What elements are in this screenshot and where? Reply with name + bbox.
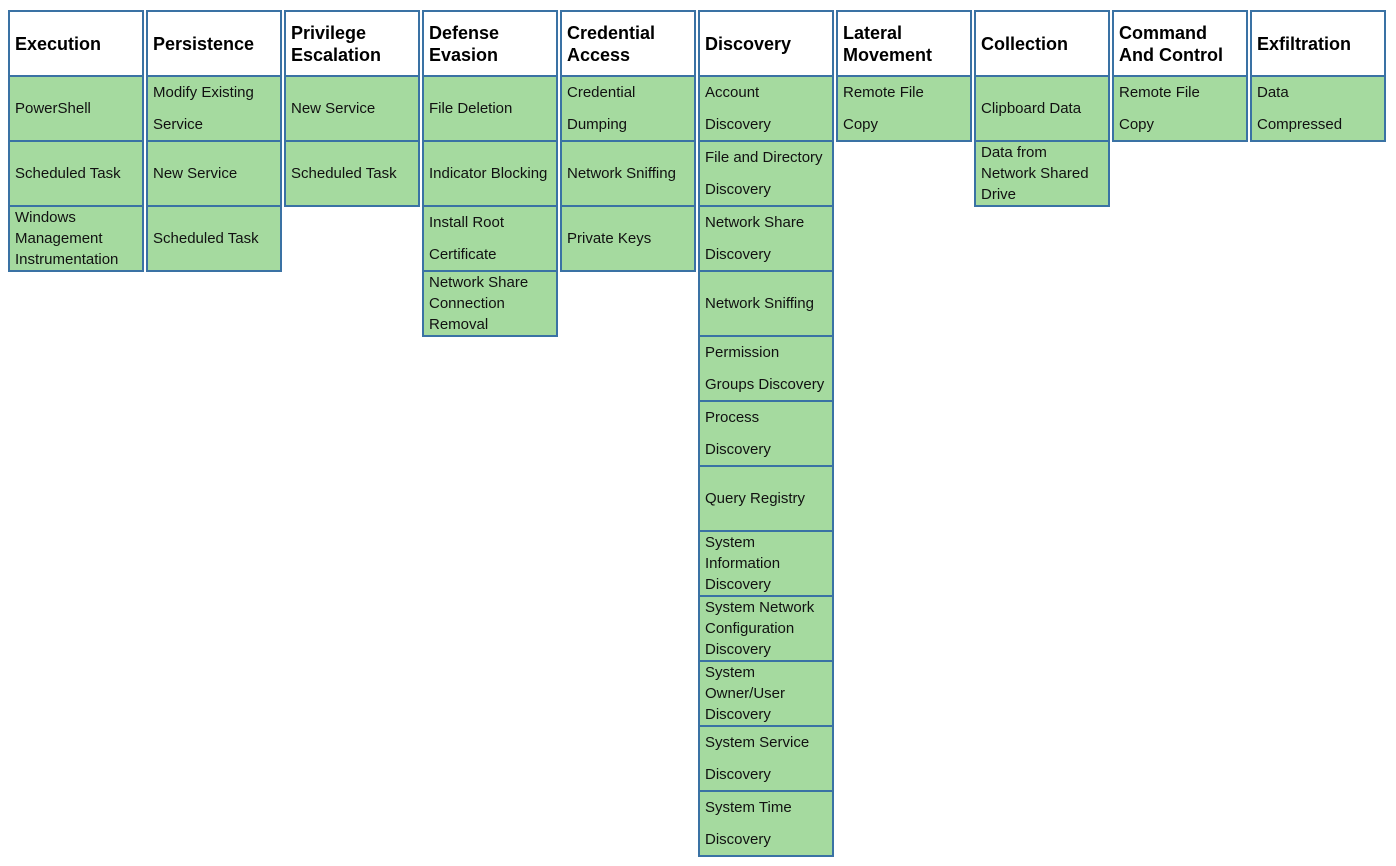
technique-label: Windows Management Instrumentation bbox=[15, 209, 119, 268]
technique-cell: New Service bbox=[146, 140, 282, 207]
tactic-header-exfiltration: Exfiltration bbox=[1250, 10, 1386, 77]
technique-cell: Network Share Connection Removal bbox=[422, 270, 558, 337]
technique-label: File and Directory Discovery bbox=[705, 148, 823, 198]
technique-cell: Clipboard Data bbox=[974, 75, 1110, 142]
technique-label: System Network Configuration Discovery bbox=[705, 599, 815, 658]
tactic-column-defense-evasion: Defense Evasion File Deletion Indicator … bbox=[422, 10, 558, 337]
technique-label: System Owner/User Discovery bbox=[705, 664, 786, 723]
technique-label: Process Discovery bbox=[705, 408, 771, 458]
technique-label: PowerShell bbox=[15, 99, 91, 117]
tactic-header-persistence: Persistence bbox=[146, 10, 282, 77]
tactic-column-execution: Execution PowerShell Scheduled Task Wind… bbox=[8, 10, 144, 272]
technique-label: New Service bbox=[291, 99, 376, 117]
technique-label: Permission Groups Discovery bbox=[705, 343, 825, 393]
tactic-column-persistence: Persistence Modify Existing Service New … bbox=[146, 10, 282, 272]
tactic-column-privilege-escalation: Privilege Escalation New Service Schedul… bbox=[284, 10, 420, 207]
technique-label: Data Compressed bbox=[1257, 83, 1343, 133]
tactic-header-privilege-escalation: Privilege Escalation bbox=[284, 10, 420, 77]
technique-cell: Account Discovery bbox=[698, 75, 834, 142]
technique-label: Network Sniffing bbox=[567, 164, 676, 182]
technique-cell: Install Root Certificate bbox=[422, 205, 558, 272]
technique-label: System Information Discovery bbox=[705, 534, 781, 593]
technique-cell: Private Keys bbox=[560, 205, 696, 272]
tactic-column-collection: Collection Clipboard Data Data from Netw… bbox=[974, 10, 1110, 207]
technique-cell: File and Directory Discovery bbox=[698, 140, 834, 207]
technique-cell: System Network Configuration Discovery bbox=[698, 595, 834, 662]
technique-cell: System Time Discovery bbox=[698, 790, 834, 857]
tactic-name: Collection bbox=[981, 33, 1069, 54]
tactic-name: Execution bbox=[15, 33, 102, 54]
technique-cell: New Service bbox=[284, 75, 420, 142]
technique-label: Data from Network Shared Drive bbox=[981, 144, 1089, 203]
technique-cell: System Service Discovery bbox=[698, 725, 834, 792]
technique-cell: Network Sniffing bbox=[698, 270, 834, 337]
tactic-column-exfiltration: Exfiltration Data Compressed bbox=[1250, 10, 1386, 142]
technique-cell: Query Registry bbox=[698, 465, 834, 532]
technique-cell: Windows Management Instrumentation bbox=[8, 205, 144, 272]
technique-label: Remote File Copy bbox=[843, 83, 924, 133]
technique-cell: Remote File Copy bbox=[836, 75, 972, 142]
technique-cell: Network Sniffing bbox=[560, 140, 696, 207]
tactic-name: Defense Evasion bbox=[429, 22, 500, 65]
technique-cell: Data Compressed bbox=[1250, 75, 1386, 142]
tactic-column-command-and-control: Command And Control Remote File Copy bbox=[1112, 10, 1248, 142]
technique-cell: Scheduled Task bbox=[8, 140, 144, 207]
technique-cell: Network Share Discovery bbox=[698, 205, 834, 272]
technique-cell: Indicator Blocking bbox=[422, 140, 558, 207]
technique-label: Account Discovery bbox=[705, 83, 771, 133]
tactic-name: Credential Access bbox=[567, 22, 656, 65]
tactic-name: Exfiltration bbox=[1257, 33, 1352, 54]
tactic-header-credential-access: Credential Access bbox=[560, 10, 696, 77]
technique-cell: Process Discovery bbox=[698, 400, 834, 467]
technique-label: File Deletion bbox=[429, 99, 513, 117]
tactic-name: Privilege Escalation bbox=[291, 22, 382, 65]
technique-label: Clipboard Data bbox=[981, 99, 1082, 117]
tactic-header-collection: Collection bbox=[974, 10, 1110, 77]
technique-label: Network Share Discovery bbox=[705, 213, 805, 263]
tactic-header-lateral-movement: Lateral Movement bbox=[836, 10, 972, 77]
tactic-header-execution: Execution bbox=[8, 10, 144, 77]
technique-label: Network Sniffing bbox=[705, 294, 814, 312]
technique-label: Indicator Blocking bbox=[429, 164, 548, 182]
technique-cell: Scheduled Task bbox=[146, 205, 282, 272]
tactic-column-lateral-movement: Lateral Movement Remote File Copy bbox=[836, 10, 972, 142]
technique-label: Network Share Connection Removal bbox=[429, 274, 529, 333]
technique-label: Scheduled Task bbox=[291, 164, 397, 182]
technique-label: Install Root Certificate bbox=[429, 213, 505, 263]
technique-cell: Remote File Copy bbox=[1112, 75, 1248, 142]
tactic-header-discovery: Discovery bbox=[698, 10, 834, 77]
technique-label: Scheduled Task bbox=[15, 164, 121, 182]
technique-cell: Data from Network Shared Drive bbox=[974, 140, 1110, 207]
tactic-name: Persistence bbox=[153, 33, 255, 54]
technique-cell: PowerShell bbox=[8, 75, 144, 142]
technique-cell: Scheduled Task bbox=[284, 140, 420, 207]
technique-label: Private Keys bbox=[567, 229, 652, 247]
technique-cell: File Deletion bbox=[422, 75, 558, 142]
technique-label: Scheduled Task bbox=[153, 229, 259, 247]
tactic-column-credential-access: Credential Access Credential Dumping Net… bbox=[560, 10, 696, 272]
tactic-name: Lateral Movement bbox=[843, 22, 933, 65]
technique-label: System Time Discovery bbox=[705, 798, 792, 848]
technique-cell: System Owner/User Discovery bbox=[698, 660, 834, 727]
technique-cell: Permission Groups Discovery bbox=[698, 335, 834, 402]
technique-label: Credential Dumping bbox=[567, 83, 636, 133]
technique-cell: Modify Existing Service bbox=[146, 75, 282, 142]
tactic-header-defense-evasion: Defense Evasion bbox=[422, 10, 558, 77]
tactic-name: Discovery bbox=[705, 33, 792, 54]
technique-cell: System Information Discovery bbox=[698, 530, 834, 597]
technique-label: System Service Discovery bbox=[705, 733, 810, 783]
tactic-header-command-and-control: Command And Control bbox=[1112, 10, 1248, 77]
technique-cell: Credential Dumping bbox=[560, 75, 696, 142]
technique-label: Modify Existing Service bbox=[153, 83, 254, 133]
technique-label: Remote File Copy bbox=[1119, 83, 1200, 133]
tactic-name: Command And Control bbox=[1119, 22, 1223, 65]
tactic-column-discovery: Discovery Account Discovery File and Dir… bbox=[698, 10, 834, 857]
technique-label: New Service bbox=[153, 164, 238, 182]
attack-matrix: Execution PowerShell Scheduled Task Wind… bbox=[8, 10, 1386, 857]
technique-label: Query Registry bbox=[705, 489, 806, 507]
